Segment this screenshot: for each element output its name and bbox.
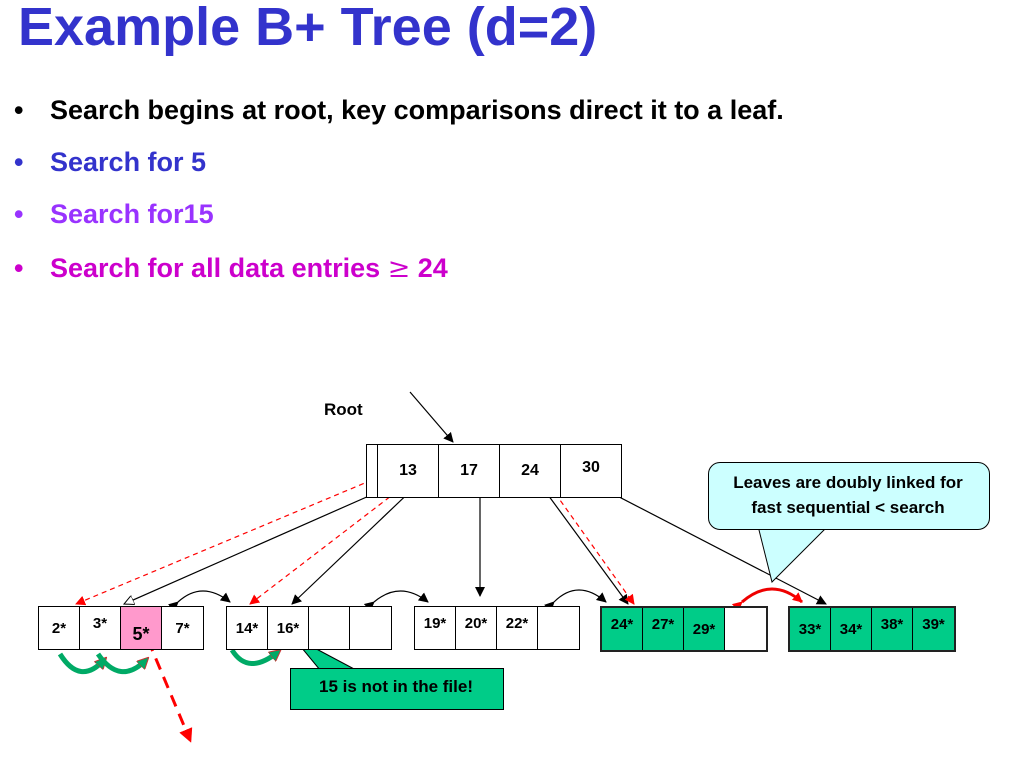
bullet-search-24: • Search for all data entries ≥ 24 (12, 252, 784, 285)
pointer-to-leaf-2 (291, 483, 419, 605)
root-node: 13 17 24 30 (366, 444, 622, 498)
search-path-15 (249, 485, 405, 605)
search-5-continue-arrow (146, 639, 193, 743)
bullet-text: Search for 5 (50, 147, 207, 177)
bullet-dot: • (14, 253, 24, 283)
root-key: 13 (378, 445, 439, 497)
pointer-to-leaf-4 (539, 483, 629, 605)
leaf-entry-highlighted: 5* (121, 607, 162, 649)
bullet-list: • Search begins at root, key comparisons… (12, 94, 784, 285)
callout-box (708, 462, 990, 530)
pointer-to-leaf-1 (124, 491, 379, 604)
leaf-node-2: 14* 16* (226, 606, 392, 650)
callout-text: Leaves are doubly linked for fast sequen… (708, 470, 988, 520)
root-label: Root (324, 400, 363, 419)
bullet-dot: • (14, 147, 24, 177)
leaf-entry: 22* (497, 607, 538, 649)
root-key: 30 (582, 459, 600, 476)
bullet-search-15: • Search for15 (12, 198, 784, 230)
leaf-entry: 20* (456, 607, 497, 649)
root-pointer-arrow (409, 391, 454, 443)
bullet-search-5: • Search for 5 (12, 146, 784, 178)
leaf-node-5: 33* 34* 38* 39* (788, 606, 956, 652)
callout-line: Leaves are doubly linked for (733, 473, 963, 492)
scan-arrow-3 (229, 648, 278, 666)
leaf-entry: 27* (643, 608, 684, 650)
slide-title: Example B+ Tree (d=2) (18, 0, 598, 57)
leaf-entry: 33* (790, 608, 831, 650)
leaf-entry: 34* (831, 608, 872, 650)
leaf-entry: 39* (913, 608, 954, 650)
scan-arrow-1 (57, 652, 104, 674)
leaf-entry: 16* (268, 607, 309, 649)
leaf-entry-empty (538, 607, 579, 649)
bullet-value: 24 (410, 253, 448, 283)
leaf-entry: 7* (175, 619, 190, 637)
note-box (290, 668, 504, 710)
note-text: 15 is not in the file! (319, 677, 473, 696)
scan-arrow-2 (95, 652, 146, 675)
leaf-entry: 19* (415, 607, 456, 649)
root-pointer-slot (367, 445, 378, 497)
leaf-entry: 24* (602, 608, 643, 650)
leaf-entry: 2* (39, 607, 80, 649)
root-key: 17 (439, 445, 500, 497)
leaf-entry: 29* (684, 608, 725, 650)
leaf-node-4: 24* 27* 29* (600, 606, 768, 652)
bullet-text: Search for all data entries (50, 253, 388, 283)
leaf-link-3-4 (544, 589, 607, 612)
leaf-link-1-2 (167, 590, 231, 612)
bullet-dot: • (14, 95, 24, 125)
leaf-entry-empty (309, 607, 350, 649)
root-key: 24 (500, 445, 561, 497)
greater-equal-symbol: ≥ (387, 253, 411, 284)
search-path-5 (75, 479, 373, 606)
bullet-text: Search begins at root, key comparisons d… (50, 95, 784, 125)
leaf-link-4-5 (731, 587, 803, 612)
pointer-to-leaf-5 (597, 485, 827, 605)
leaf-entry: 38* (872, 608, 913, 650)
bullet-dot: • (14, 199, 24, 229)
bullet-text: Search for15 (50, 199, 214, 229)
callout-line: fast sequential < search (751, 498, 945, 517)
leaf-node-3: 19* 20* 22* (414, 606, 580, 650)
bullet-search-begins: • Search begins at root, key comparisons… (12, 94, 784, 126)
leaf-entry: 3* (80, 607, 121, 649)
leaf-link-2-3 (363, 590, 429, 612)
leaf-entry-empty (350, 607, 391, 649)
leaf-node-1: 2* 3* 5* 7* (38, 606, 204, 650)
leaf-entry: 14* (227, 607, 268, 649)
leaf-entry-empty (725, 608, 766, 650)
search-path-24 (549, 485, 635, 605)
